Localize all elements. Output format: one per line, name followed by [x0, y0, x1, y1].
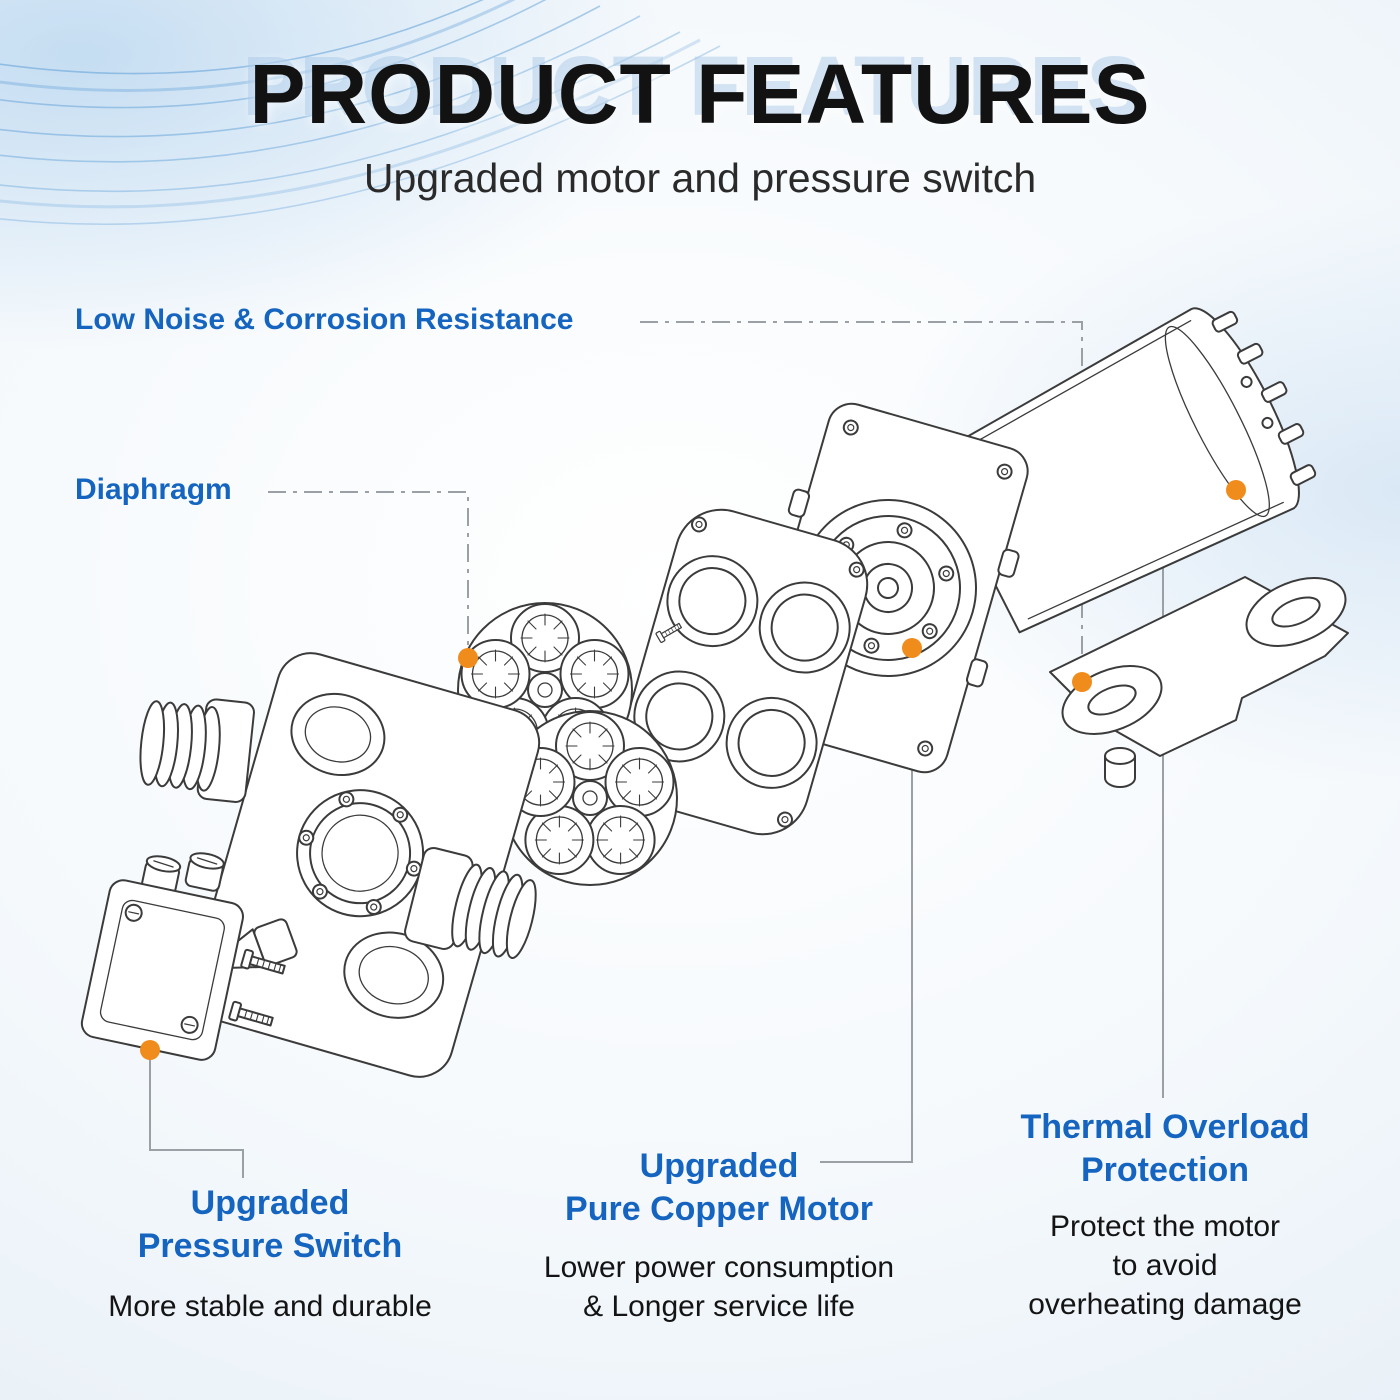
callout-low-noise-label: Low Noise & Corrosion Resistance [75, 303, 574, 336]
leader-thermal [1162, 489, 1228, 1098]
mounting-bracket [1049, 563, 1357, 788]
marker-pressure-switch [140, 1040, 160, 1060]
pressure-switch [80, 852, 288, 1061]
callout-diaphragm: Diaphragm [75, 473, 232, 507]
marker-thermal [1226, 480, 1246, 500]
motor [929, 307, 1317, 634]
valve-plate [615, 508, 869, 836]
marker-diaphragm [458, 648, 478, 668]
leader-pressure-switch [149, 1058, 244, 1178]
leader-motor [820, 658, 913, 1163]
callout-pure-copper-motor: Upgraded Pure Copper Motor Lower power c… [478, 1145, 960, 1326]
callout-thermal-overload: Thermal Overload Protection Protect the … [953, 1106, 1377, 1324]
callout-thermal-overload-label: Thermal Overload Protection [1020, 1108, 1310, 1189]
outlet-port [404, 846, 537, 959]
marker-low-noise [1072, 672, 1092, 692]
inlet-port [139, 698, 255, 803]
page-subtitle: Upgraded motor and pressure switch [363, 155, 1037, 201]
callout-thermal-overload-description: Protect the motor to avoid overheating d… [1028, 1210, 1302, 1321]
leader-diaphragm [268, 491, 469, 648]
callout-pressure-switch-description: More stable and durable [108, 1290, 432, 1323]
callout-pressure-switch: Upgraded Pressure Switch More stable and… [50, 1182, 490, 1326]
callout-low-noise: Low Noise & Corrosion Resistance [75, 303, 573, 337]
header: PRODUCT FEATURES Upgraded motor and pres… [0, 46, 1400, 202]
callout-pure-copper-motor-description: Lower power consumption & Longer service… [543, 1251, 895, 1323]
callout-diaphragm-label: Diaphragm [75, 473, 232, 506]
callout-pure-copper-motor-label: Upgraded Pure Copper Motor [565, 1147, 873, 1228]
marker-motor [902, 638, 922, 658]
callout-marker-dots [140, 480, 1246, 1060]
callout-pressure-switch-label: Upgraded Pressure Switch [137, 1184, 403, 1265]
page-title: PRODUCT FEATURES [249, 47, 1151, 141]
